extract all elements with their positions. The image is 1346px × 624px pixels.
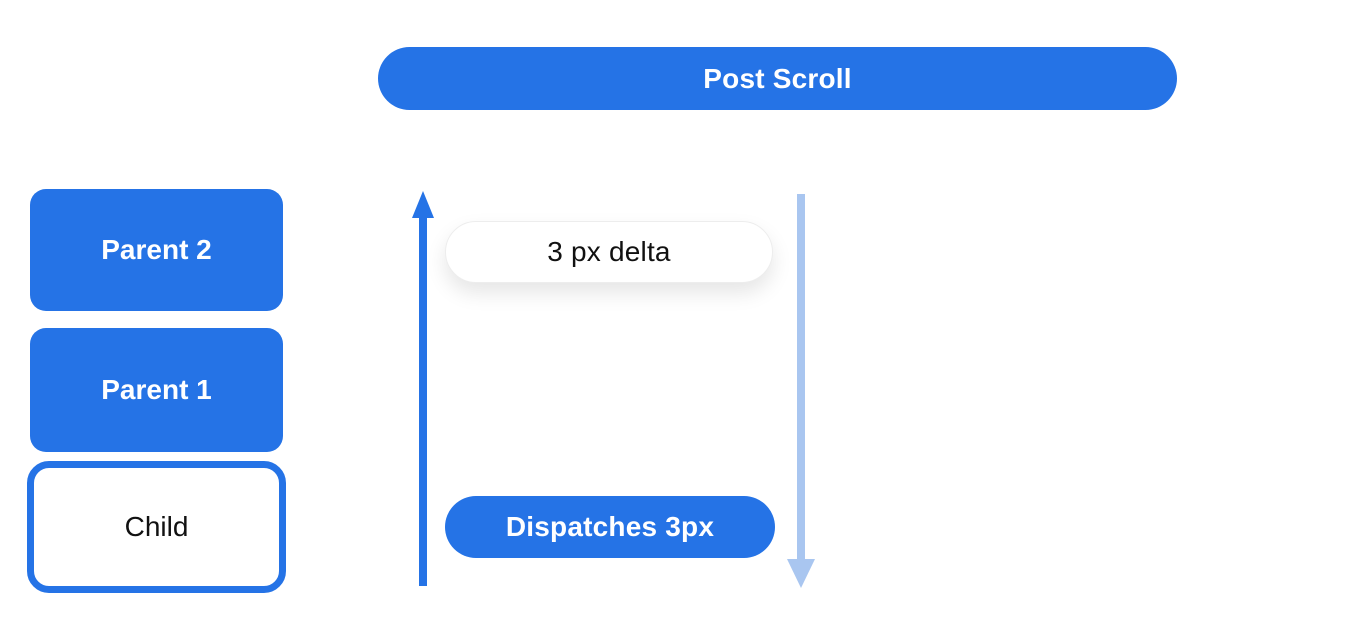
node-parent-1: Parent 1 <box>30 328 283 452</box>
delta-label: 3 px delta <box>547 236 671 267</box>
node-parent-2: Parent 2 <box>30 189 283 311</box>
delta-pill: 3 px delta <box>445 221 773 283</box>
node-child: Child <box>27 461 286 593</box>
arrow-up-icon <box>412 191 434 586</box>
arrow-down-icon <box>787 194 815 588</box>
post-scroll-label: Post Scroll <box>703 62 852 94</box>
node-parent-1-label: Parent 1 <box>101 374 212 405</box>
node-child-label: Child <box>124 511 189 542</box>
dispatch-pill: Dispatches 3px <box>445 496 775 558</box>
dispatch-label: Dispatches 3px <box>505 511 715 542</box>
node-parent-2-label: Parent 2 <box>101 234 212 265</box>
post-scroll-banner: Post Scroll <box>378 47 1177 110</box>
